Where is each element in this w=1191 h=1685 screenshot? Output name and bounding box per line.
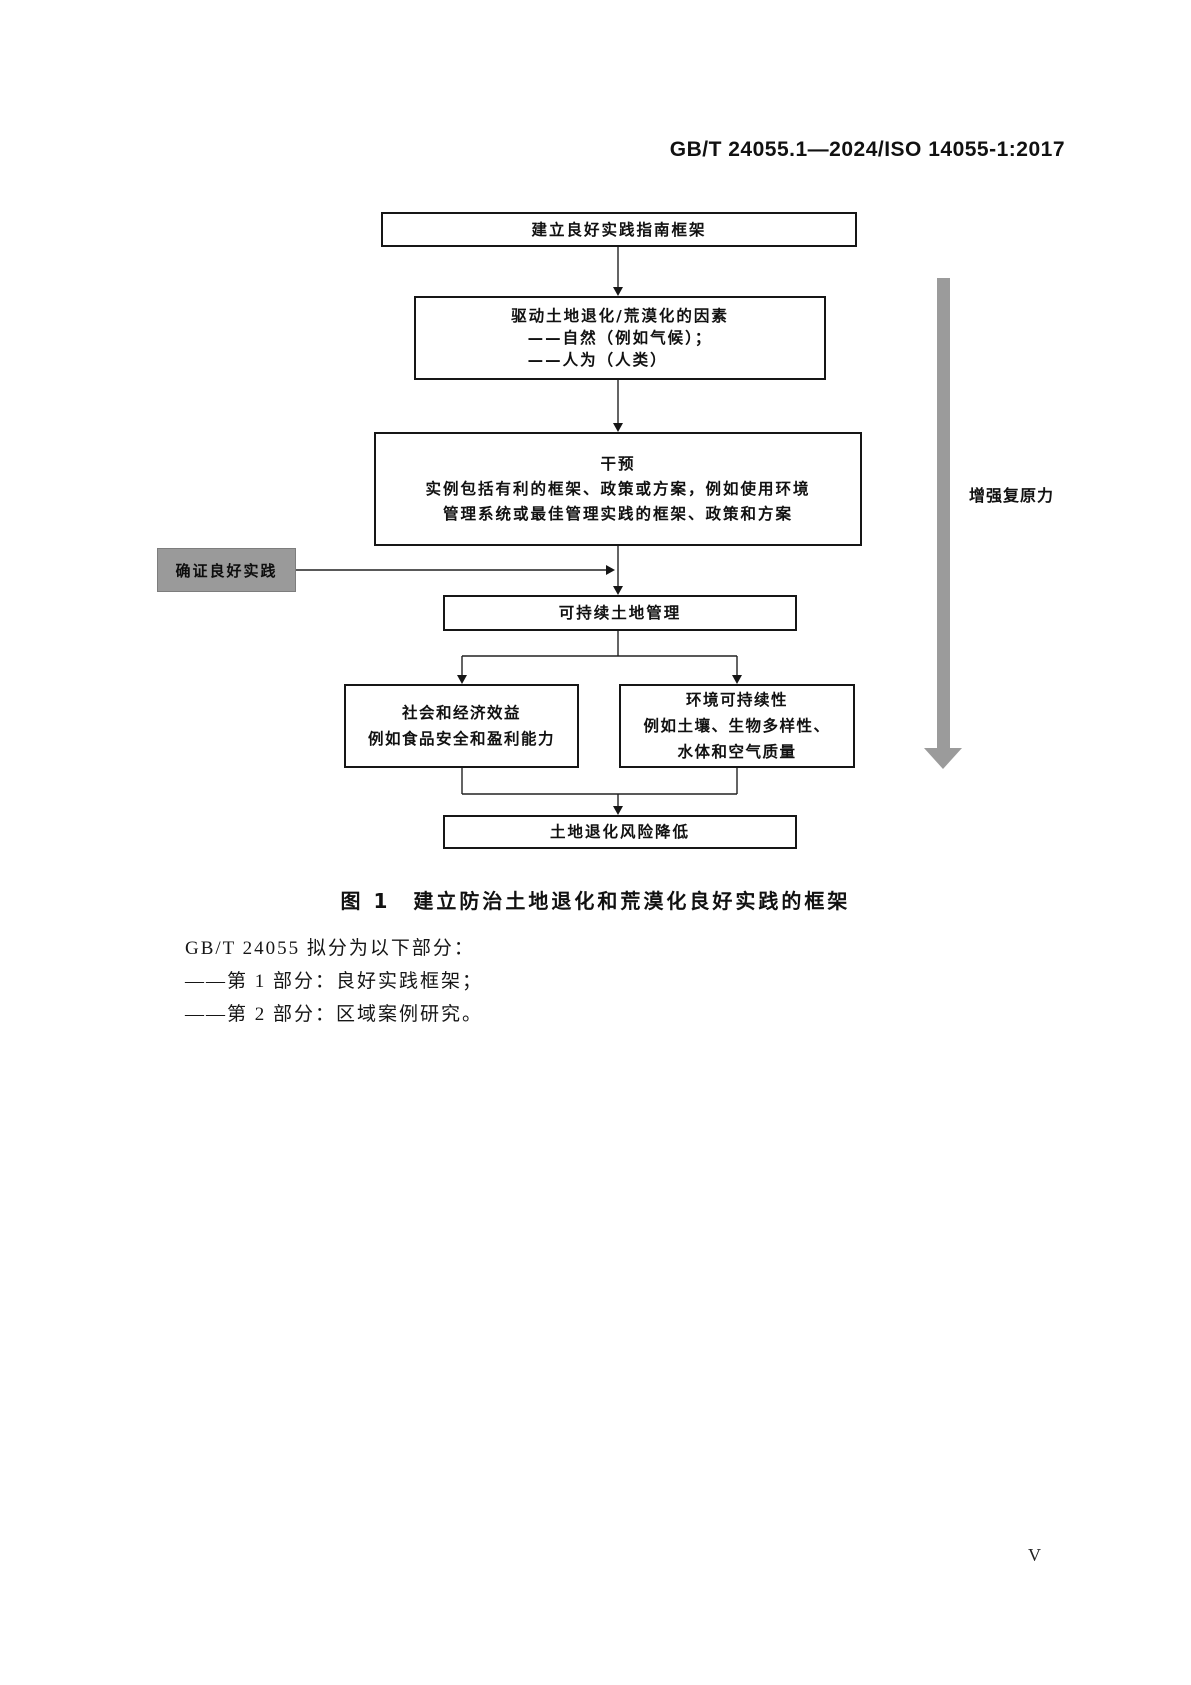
flow-box-verify-good-practice: 确证良好实践 xyxy=(157,548,296,592)
flow-box-label: 建立良好实践指南框架 xyxy=(531,220,707,239)
flow-box-line: 水体和空气质量 xyxy=(677,743,797,761)
figure-caption: 图 1 建立防治土地退化和荒漠化良好实践的框架 xyxy=(340,889,851,913)
flow-box-list: ——自然（例如气候）； ——人为（人类） xyxy=(528,327,713,371)
flow-box-list-item: ——人为（人类） xyxy=(527,351,668,369)
resilience-label: 增强复原力 xyxy=(969,486,1055,505)
flow-box-label: 可持续土地管理 xyxy=(558,604,682,622)
flow-box-line: 例如土壤、生物多样性、 xyxy=(643,717,831,735)
flow-box-line: 管理系统或最佳管理实践的框架、政策和方案 xyxy=(442,504,793,523)
arrowhead-down xyxy=(613,586,623,595)
flow-box-title: 社会和经济效益 xyxy=(401,704,521,722)
flow-box-risk-reduction: 土地退化风险降低 xyxy=(443,815,797,849)
standard-number-header: GB/T 24055.1—2024/ISO 14055-1:2017 xyxy=(669,138,1065,161)
parts-intro: GB/T 24055 拟分为以下部分： xyxy=(185,938,475,959)
flow-box-label: 土地退化风险降低 xyxy=(549,823,690,841)
flow-box-line: 实例包括有利的框架、政策或方案，例如使用环境 xyxy=(425,479,811,498)
flowchart-connectors xyxy=(296,247,742,815)
part-item: ——第 1 部分：良好实践框架； xyxy=(185,971,484,992)
flow-box-intervention: 干预 实例包括有利的框架、政策或方案，例如使用环境 管理系统或最佳管理实践的框架… xyxy=(374,432,862,546)
flow-box-sustainable-land-management: 可持续土地管理 xyxy=(443,595,797,631)
resilience-arrow-head-icon xyxy=(924,748,962,769)
flow-box-establish-framework: 建立良好实践指南框架 xyxy=(381,212,857,247)
part-item: ——第 2 部分：区域案例研究。 xyxy=(185,1004,484,1025)
arrowhead-right xyxy=(606,565,615,575)
arrowhead-down xyxy=(732,675,742,684)
flow-box-social-economic-benefits: 社会和经济效益 例如食品安全和盈利能力 xyxy=(344,684,579,768)
flow-box-title: 驱动土地退化/荒漠化的因素 xyxy=(511,307,729,325)
flow-box-title: 环境可持续性 xyxy=(685,691,788,709)
arrowhead-down xyxy=(457,675,467,684)
resilience-arrow-shaft xyxy=(937,278,950,748)
flow-box-degradation-drivers: 驱动土地退化/荒漠化的因素 ——自然（例如气候）； ——人为（人类） xyxy=(414,296,826,380)
page-number: V xyxy=(1028,1545,1041,1565)
flow-box-environmental-sustainability: 环境可持续性 例如土壤、生物多样性、 水体和空气质量 xyxy=(619,684,855,768)
body-text: GB/T 24055 拟分为以下部分： ——第 1 部分：良好实践框架； ——第… xyxy=(185,932,1045,1031)
flow-box-line: 例如食品安全和盈利能力 xyxy=(367,730,555,748)
flow-box-list-item: ——自然（例如气候）； xyxy=(527,329,713,347)
flow-box-title: 干预 xyxy=(600,454,636,473)
flow-box-label: 确证良好实践 xyxy=(175,561,278,580)
arrowhead-down xyxy=(613,423,623,432)
arrowhead-down xyxy=(613,806,623,815)
arrowhead-down xyxy=(613,287,623,296)
